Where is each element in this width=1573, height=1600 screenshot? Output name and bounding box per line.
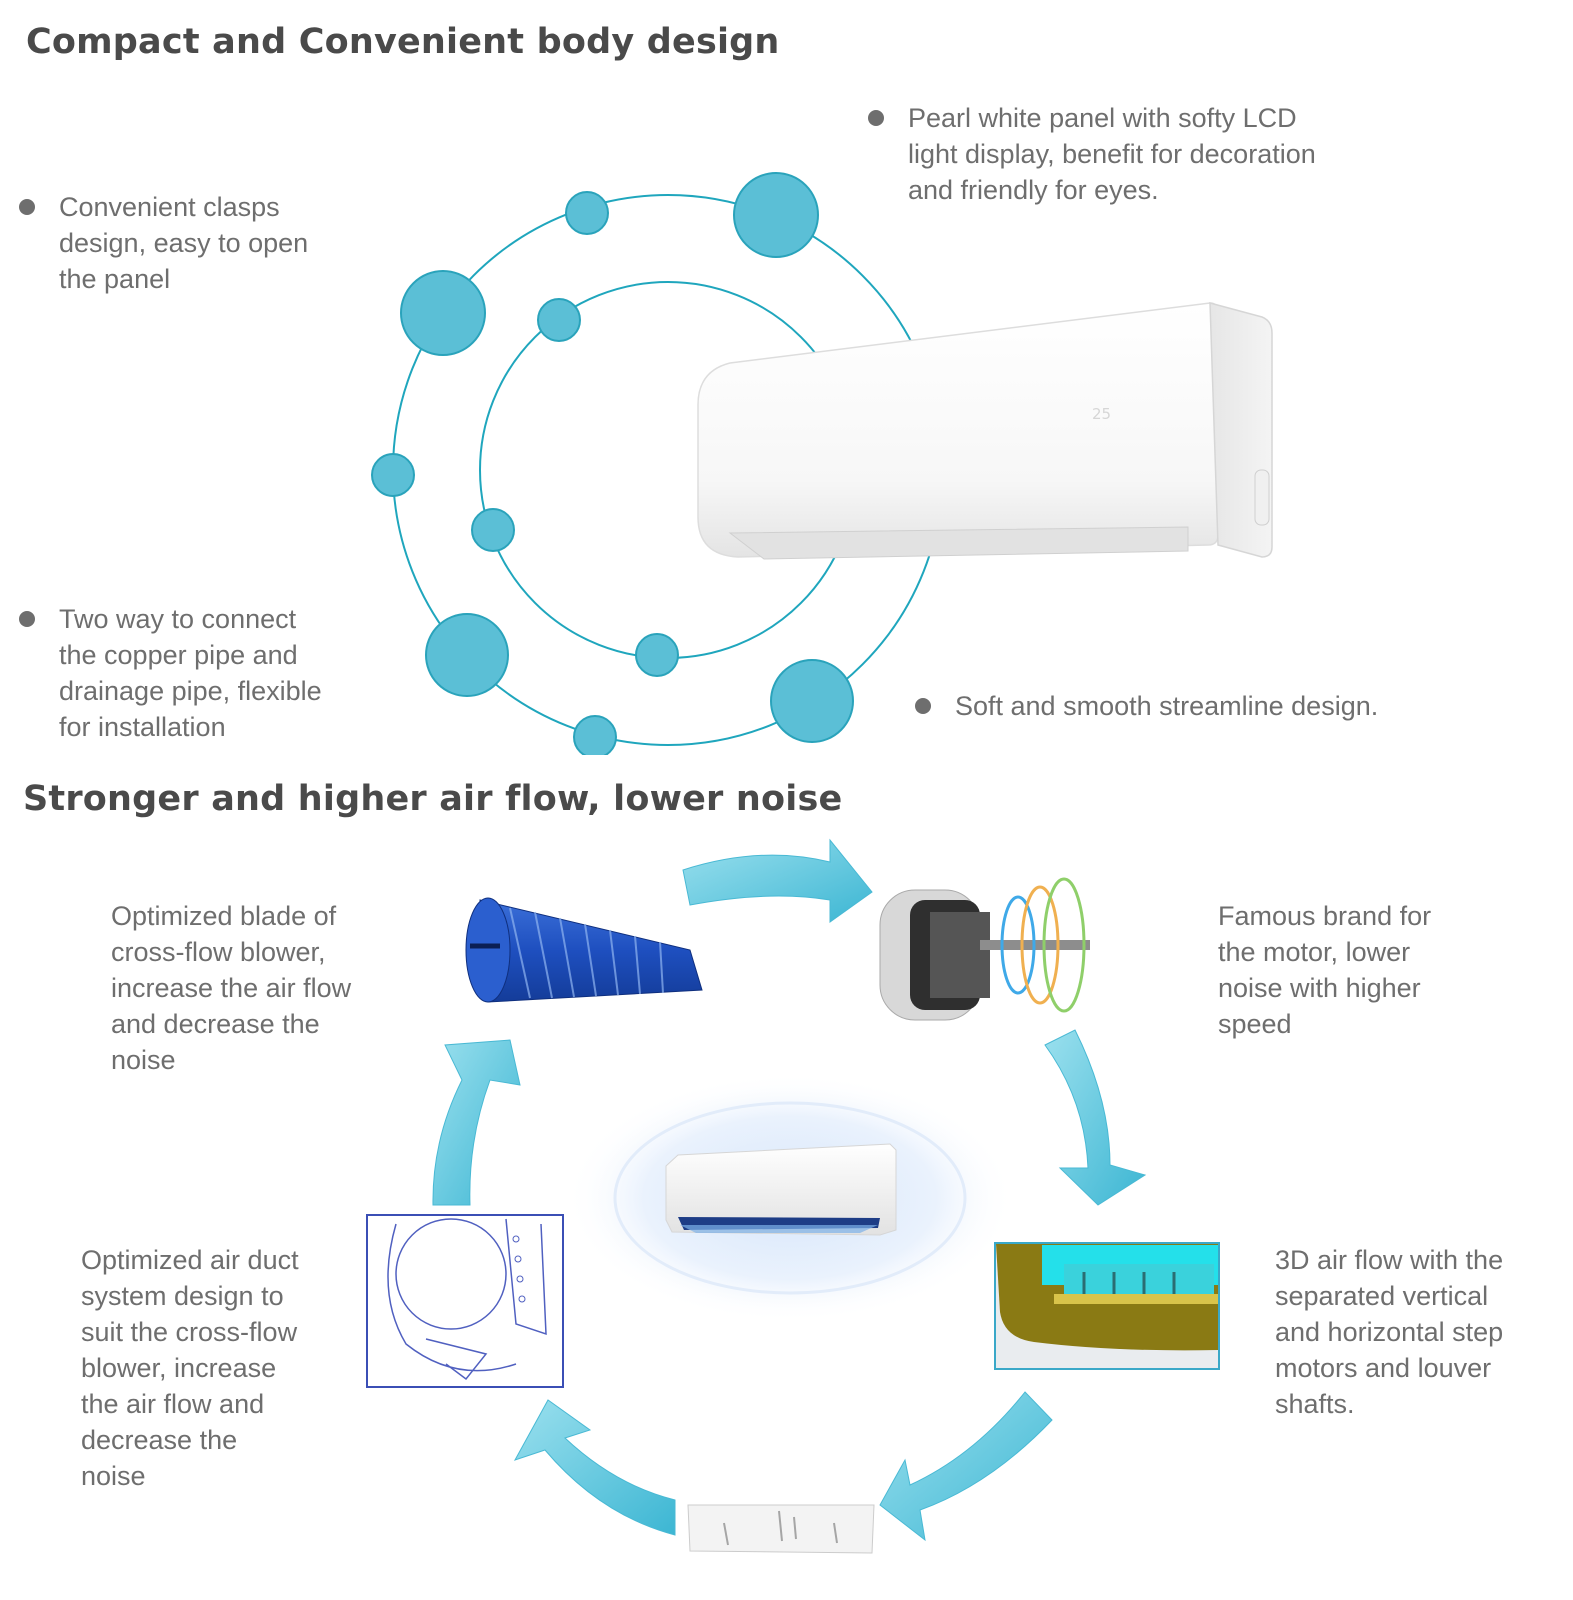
bullet-dot	[19, 199, 35, 215]
bullet-dot	[915, 698, 931, 714]
bubble	[733, 172, 819, 258]
bubble	[635, 633, 679, 677]
bubble	[537, 298, 581, 342]
feature-streamline: Soft and smooth streamline design.	[915, 688, 1378, 724]
ac-unit-image	[697, 302, 1273, 560]
motor-note: Famous brand for the motor, lower noise …	[1218, 901, 1432, 1039]
grille-image	[687, 1504, 875, 1554]
louver-image	[994, 1242, 1220, 1370]
bullet-dot	[868, 110, 884, 126]
bubble	[400, 270, 486, 356]
cycle-arrow	[432, 1039, 521, 1206]
feature-panel: Pearl white panel with softy LCD light d…	[868, 100, 1316, 208]
cycle-arrow	[682, 838, 873, 923]
bubble	[425, 613, 509, 697]
bubble	[471, 508, 515, 552]
motor-image	[879, 877, 1090, 1021]
cross-flow-fan-image	[465, 897, 703, 1003]
duct-note: Optimized air duct system design to suit…	[81, 1245, 299, 1491]
central-ac-glow-image	[565, 1073, 1015, 1323]
lcd-display-reading: 25	[1092, 405, 1112, 423]
cycle-arrow	[879, 1391, 1053, 1542]
feature-clasps: Convenient clasps design, easy to open t…	[19, 189, 308, 297]
airflow-section-title: Stronger and higher air flow, lower nois…	[23, 779, 843, 819]
cycle-arrow	[1044, 1029, 1147, 1206]
bubble	[770, 659, 854, 743]
blade-note: Optimized blade of cross-flow blower, in…	[111, 901, 352, 1075]
bottom-mask	[540, 755, 660, 780]
design-section-title: Compact and Convenient body design	[26, 22, 780, 62]
bullet-dot	[19, 611, 35, 627]
cycle-arrow	[513, 1399, 676, 1536]
duct-drawing-image	[366, 1214, 564, 1388]
bubble	[565, 191, 609, 235]
orbit-rings-graphic	[371, 172, 944, 759]
bubble	[371, 453, 415, 497]
louver-note: 3D air flow with the separated vertical …	[1275, 1245, 1504, 1419]
feature-pipe: Two way to connect the copper pipe and d…	[19, 601, 322, 745]
